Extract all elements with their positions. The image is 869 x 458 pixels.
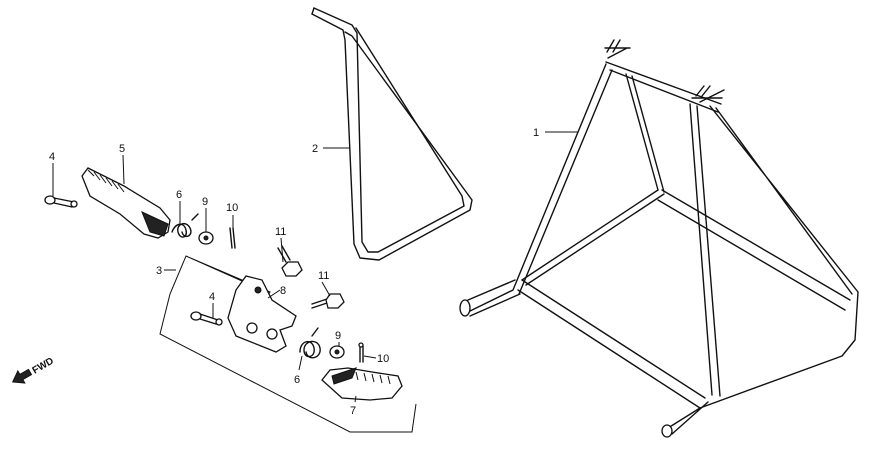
stand-frame — [459, 39, 859, 438]
washer-9-top — [198, 231, 214, 245]
spring-6-top — [171, 213, 199, 238]
callout-6-top: 6 — [176, 189, 182, 201]
arrow-left-down-icon — [11, 368, 33, 384]
callout-4-lower: 4 — [209, 291, 215, 303]
stand-tube-end-right — [661, 424, 673, 438]
bracket-8 — [227, 275, 297, 353]
callout-11-top: 11 — [275, 226, 286, 238]
pin-4-lower — [190, 311, 223, 326]
callout-4-top: 4 — [49, 151, 55, 163]
callout-10-lower: 10 — [377, 353, 389, 365]
callout-8: 8 — [280, 285, 286, 297]
pin-4-top — [44, 195, 78, 208]
cotter-pin-10-lower — [358, 342, 364, 363]
footpeg-5 — [81, 167, 171, 239]
cotter-pin-10-top — [229, 227, 236, 249]
callout-11-right: 11 — [318, 270, 329, 282]
callout-2: 2 — [312, 143, 318, 155]
leader-lines — [52, 131, 578, 403]
callout-7: 7 — [350, 405, 356, 417]
callout-9-top: 9 — [202, 196, 208, 208]
callout-6-lower: 6 — [294, 374, 300, 386]
footpeg-7 — [321, 367, 403, 401]
callout-9-lower: 9 — [335, 330, 341, 342]
callout-10-top: 10 — [226, 202, 238, 214]
assembly-outline-3 — [159, 255, 417, 433]
callout-1: 1 — [533, 127, 539, 139]
bolt-11-right — [311, 293, 345, 309]
washer-9-lower — [329, 345, 345, 359]
spring-6-lower — [299, 327, 321, 359]
fwd-marker: FWD — [11, 356, 56, 384]
side-frame — [311, 7, 473, 261]
callout-5: 5 — [119, 143, 125, 155]
callout-3: 3 — [156, 265, 162, 277]
stand-tube-end-left — [459, 299, 471, 317]
fwd-label: FWD — [31, 356, 56, 377]
